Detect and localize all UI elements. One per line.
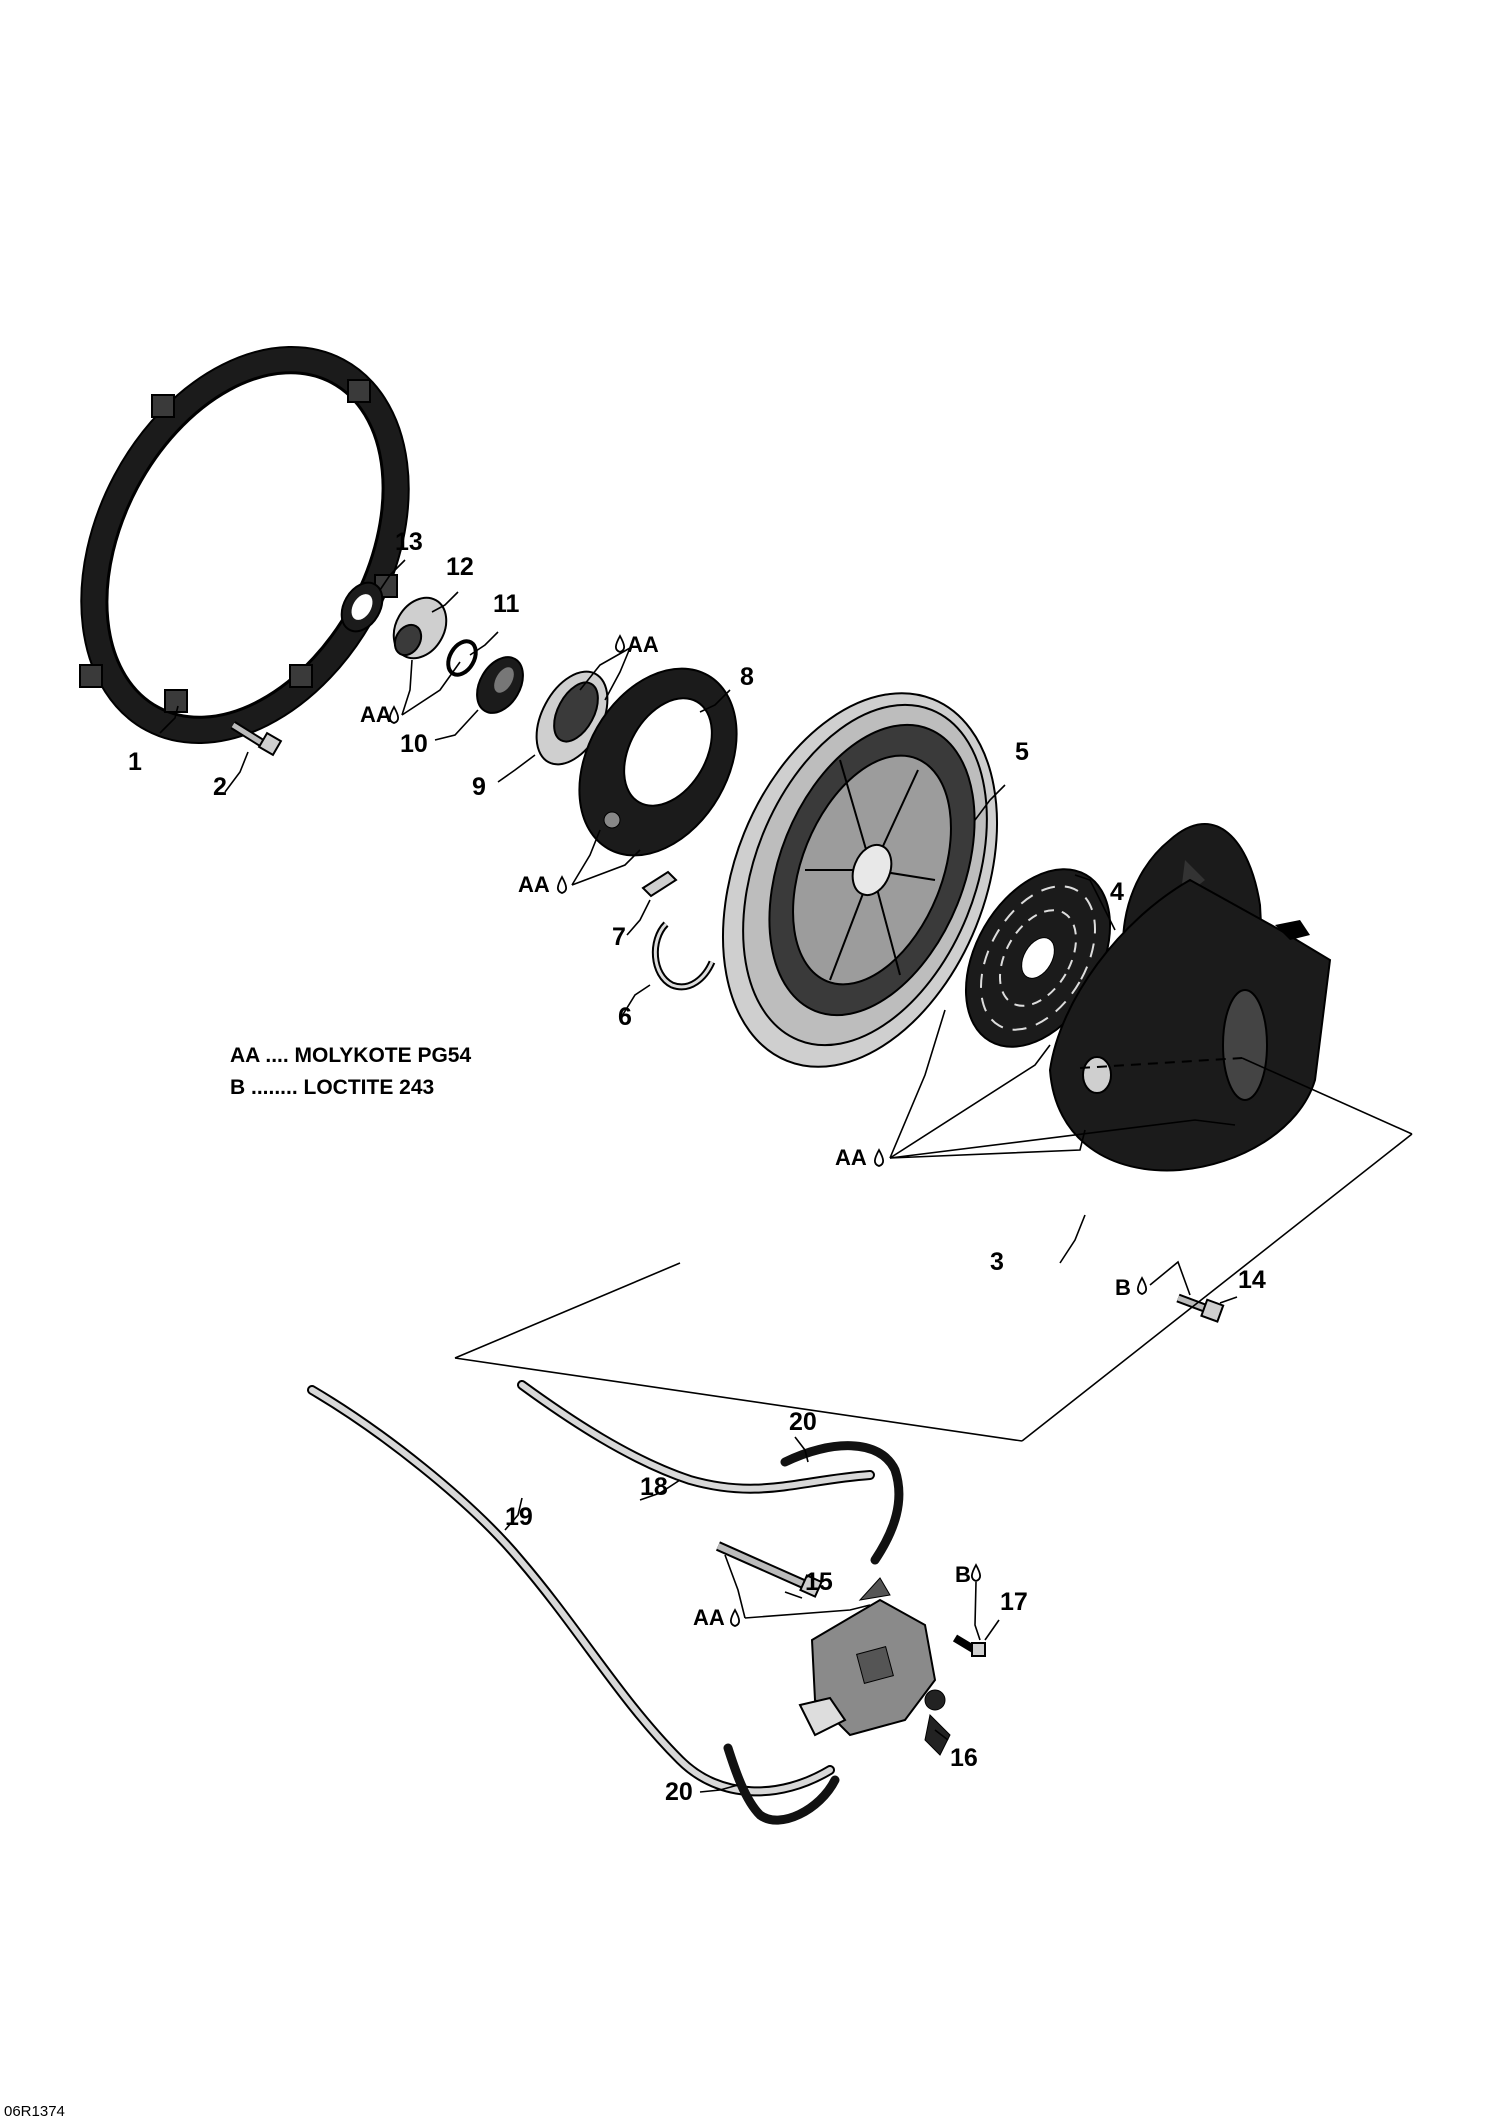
part-17-bolt [952,1634,986,1657]
lubricant-markers: AA AA AA AA AA B B [360,632,1131,1630]
marker-aa-4: AA [835,1145,867,1170]
leader-lines [159,559,1238,1793]
marker-b-14: B [1115,1275,1131,1300]
legend-aa: AA .... MOLYKOTE PG54 [230,1044,471,1067]
part-8-plate [578,667,738,857]
callout-13: 13 [395,528,423,556]
part-13-ring [340,581,384,633]
callout-6: 6 [618,1003,632,1031]
callout-1: 1 [128,748,142,776]
callout-7: 7 [612,923,626,951]
part-12-bushing [392,596,448,660]
callout-4: 4 [1110,878,1124,906]
part-6-spring [651,921,716,991]
callout-16: 16 [950,1744,978,1772]
callout-9: 9 [472,773,486,801]
figure-code: 06R1374 [4,2103,65,2120]
part-11-ring [446,639,478,677]
part-19-hose [307,1385,835,1797]
callout-19: 19 [505,1503,533,1531]
callout-20-lower: 20 [665,1778,693,1806]
callout-20-upper: 20 [789,1408,817,1436]
part-20-hose-lower [723,1743,840,1825]
callout-17: 17 [1000,1588,1028,1616]
callout-15: 15 [805,1568,833,1596]
callout-labels: 1 2 3 4 5 6 7 8 9 10 11 12 13 14 15 16 1… [128,528,1266,1806]
part-20-hose-upper [780,1441,904,1565]
part-10-seal [476,656,524,714]
part-16-valve-body [798,1577,951,1756]
marker-aa-top: AA [627,632,659,657]
callout-18: 18 [640,1473,668,1501]
part-3-housing [1048,823,1332,1172]
part-15-bolt [715,1541,823,1598]
marker-aa-12: AA [360,702,392,727]
part-5-pulley [722,692,998,1068]
marker-aa-8: AA [518,872,550,897]
callout-3: 3 [990,1248,1004,1276]
callout-12: 12 [446,553,474,581]
marker-b-17: B [955,1562,971,1587]
part-2-bolt [230,721,283,757]
assembly-reference-frame [454,1057,1413,1442]
marker-aa-15: AA [693,1605,725,1630]
callout-2: 2 [213,773,227,801]
part-18-hose [517,1380,875,1494]
part-7-pawl [641,870,678,898]
callout-8: 8 [740,663,754,691]
legend-b: B ........ LOCTITE 243 [230,1076,434,1099]
lubricant-legend: AA .... MOLYKOTE PG54 B ........ LOCTITE… [230,1044,471,1099]
callout-10: 10 [400,730,428,758]
part-14-bolt [1176,1293,1225,1323]
callout-11: 11 [493,590,520,618]
callout-14: 14 [1238,1266,1266,1294]
callout-5: 5 [1015,738,1029,766]
lubricant-drop-icons [388,634,1148,1627]
